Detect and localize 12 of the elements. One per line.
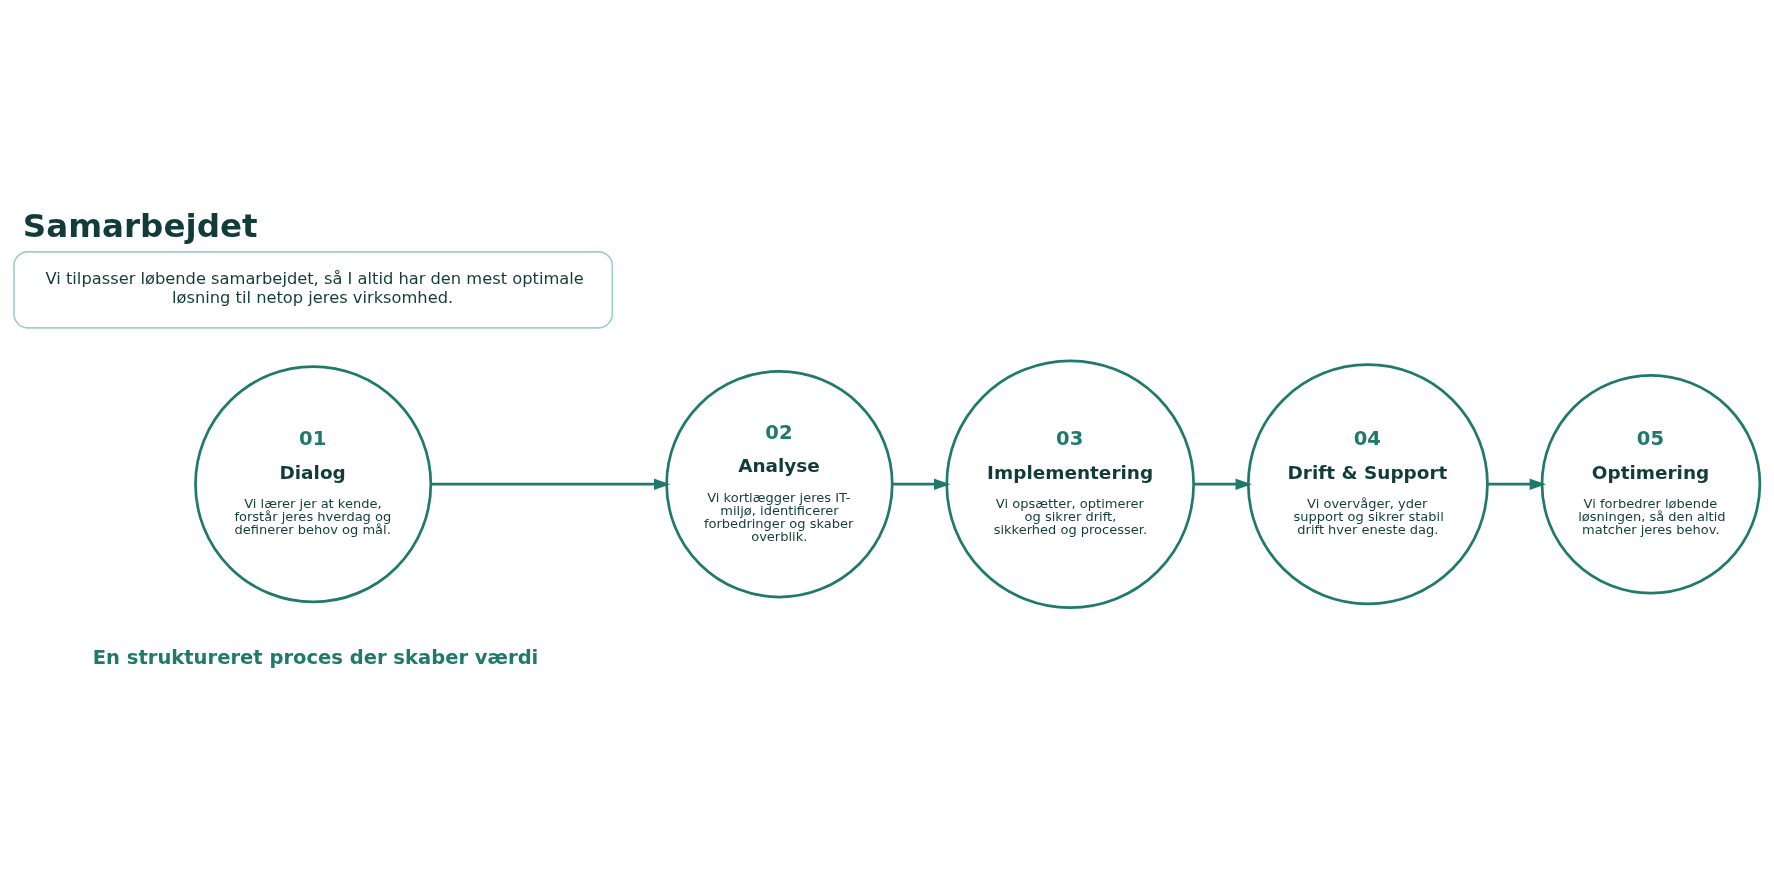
arrow — [892, 478, 951, 490]
arrow — [1487, 478, 1546, 490]
node-circle: 01 Dialog Vi lærer jer at kende, forstår jeres hverdag og definerer behov og mål. — [194, 365, 433, 604]
node-circle: 02 Analyse Vi kortlægger jeres IT-miljø, identificerer forbedringer og skaber overblik. — [665, 370, 894, 599]
node-circle: 04 Drift & Support Vi overvåger, yder support og sikrer stabil drift hver eneste dag. — [1246, 363, 1489, 606]
arrow — [430, 478, 671, 490]
node-circle: 05 Optimering Vi forbedrer løbende løsningen, så den altid matcher jeres behov. — [1540, 373, 1762, 595]
arrow — [1194, 478, 1252, 490]
node-box: Vi tilpasser løbende samarbejdet, så I altid har den mest optimale løsning til netop jeres virksomhed. — [13, 251, 614, 329]
node-circle: 03 Implementering Vi opsætter, optimerer og sikrer drift, sikkerhed og processer. — [945, 359, 1195, 609]
label: En struktureret proces der skaber værdi — [92, 645, 539, 669]
diagram-title: Samarbejdet — [22, 206, 258, 245]
